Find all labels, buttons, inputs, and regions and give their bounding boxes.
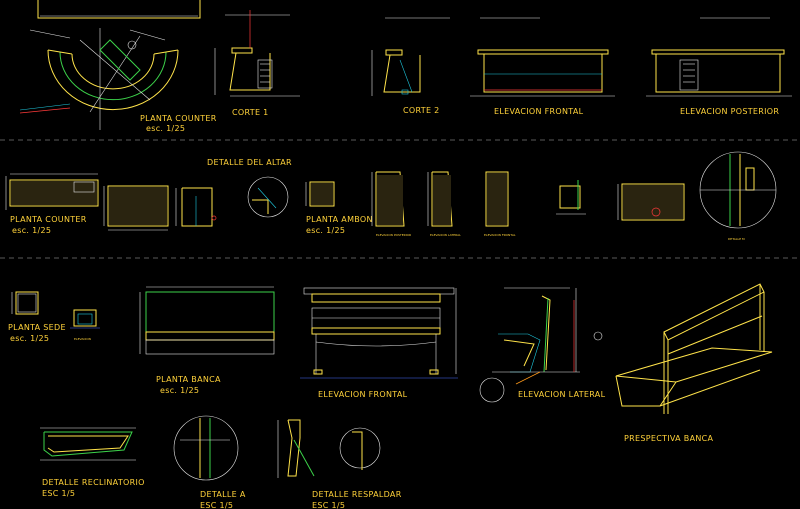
elevacion-sede-drawing bbox=[70, 309, 100, 329]
detalle-respaldar-scale: ESC 1/5 bbox=[312, 501, 345, 509]
detalle-a-scale: ESC 1/5 bbox=[200, 501, 233, 509]
elevacion-frontal-top-label: ELEVACION FRONTAL bbox=[494, 107, 584, 116]
elevacion-posterior-drawing bbox=[646, 17, 792, 97]
perspectiva-banca-drawing bbox=[615, 283, 773, 414]
elevacion-frontal-top-drawing bbox=[470, 17, 615, 97]
perspectiva-banca-label: PRESPECTIVA BANCA bbox=[624, 434, 714, 443]
planta-counter-top-scale: esc. 1/25 bbox=[146, 124, 185, 133]
ambon-elevations-drawing bbox=[371, 171, 509, 227]
corte-1-drawing bbox=[214, 10, 300, 97]
elevacion-posterior-label: ELEVACION POSTERIOR bbox=[680, 107, 779, 116]
elevacion-lateral-label: ELEVACION LATERAL bbox=[518, 390, 606, 399]
title-frame-fragment bbox=[37, 0, 201, 19]
corte-1-label: CORTE 1 bbox=[232, 108, 269, 117]
detalle-respaldar-label: DETALLE RESPALDAR bbox=[312, 490, 402, 499]
detalle-m-label: DETALLE M bbox=[728, 237, 745, 241]
detalle-reclinatorio-label: DETALLE RECLINATORIO bbox=[42, 478, 145, 487]
bracket-detail-drawing bbox=[617, 183, 685, 221]
elevacion-sede-label: ELEVACION bbox=[74, 337, 91, 341]
planta-ambon-label: PLANTA AMBON bbox=[306, 215, 373, 224]
elevacion-frontal-bottom-label: ELEVACION FRONTAL bbox=[318, 390, 408, 399]
corte-2-drawing bbox=[371, 17, 450, 96]
planta-sede-label: PLANTA SEDE bbox=[8, 323, 66, 332]
planta-banca-drawing bbox=[139, 286, 275, 355]
small-detail-drawing bbox=[556, 180, 586, 215]
detalle-altar-title: DETALLE DEL ALTAR bbox=[207, 158, 292, 167]
detalle-m-circle bbox=[699, 151, 777, 229]
elev-frontal-small-label: ELEVACION FRONTAL bbox=[484, 233, 516, 237]
planta-sede-drawing bbox=[11, 291, 39, 315]
elevacion-lateral-drawing bbox=[479, 287, 603, 403]
detalle-reclinatorio-scale: ESC 1/5 bbox=[42, 489, 75, 498]
planta-sede-scale: esc. 1/25 bbox=[10, 334, 49, 343]
elev-lateral-small-label: ELEVACION LATERAL bbox=[430, 233, 461, 237]
planta-counter-mid-label: PLANTA COUNTER bbox=[10, 215, 87, 224]
elev-posterior-small-label: ELEVACION POSTERIOR bbox=[376, 233, 411, 237]
detalle-reclinatorio-drawing bbox=[40, 427, 136, 461]
planta-banca-label: PLANTA BANCA bbox=[156, 375, 221, 384]
planta-ambon-drawing bbox=[305, 181, 335, 207]
detalle-a-circle bbox=[173, 415, 239, 481]
planta-counter-mid-scale: esc. 1/25 bbox=[12, 226, 51, 235]
elevacion-frontal-bottom-drawing bbox=[300, 287, 458, 379]
corte-2-label: CORTE 2 bbox=[403, 106, 440, 115]
planta-counter-top-label: PLANTA COUNTER bbox=[140, 114, 217, 123]
planta-counter-plan-drawing bbox=[19, 28, 179, 130]
detalle-respaldar-drawing bbox=[277, 419, 381, 478]
altar-side-drawing bbox=[175, 187, 217, 227]
altar-detail-circle bbox=[247, 176, 289, 218]
detalle-a-label: DETALLE A bbox=[200, 490, 246, 499]
planta-banca-scale: esc. 1/25 bbox=[160, 386, 199, 395]
altar-elevation-drawing bbox=[103, 185, 169, 231]
planta-ambon-scale: esc. 1/25 bbox=[306, 226, 345, 235]
planta-counter-mid-drawing bbox=[5, 173, 99, 210]
